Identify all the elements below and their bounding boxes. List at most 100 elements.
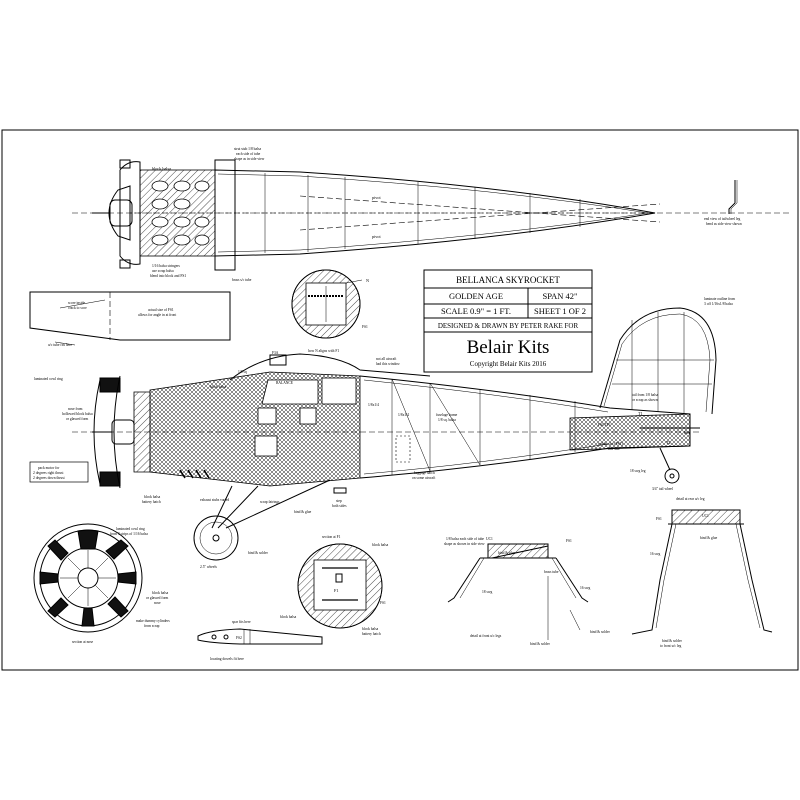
label-swg-18: 18 swg leg [630, 469, 646, 473]
label-block-battery-1: block balsa [144, 495, 161, 499]
label-scrap-fairings: scrap fairings [260, 500, 280, 504]
label-bind-solder-3: bind & solder [590, 630, 611, 634]
label-stringers-3: blend into block and FS1 [150, 274, 186, 278]
label-dummy-2: from scrap [144, 624, 160, 628]
label-eighth-sq: 1/8 sq [238, 370, 247, 374]
label-bind-solder-4: bind & solder [662, 639, 683, 643]
label-spar-fits: spar fits here [232, 620, 251, 624]
label-fs1-size-1: actual size of FS1 [148, 308, 174, 312]
label-dowels: locating dowels fit here [210, 657, 244, 661]
side-view [72, 307, 717, 561]
label-fs-tf: FS1/TF1 [598, 423, 611, 427]
label-rear-detail: detail at rear u/c leg [676, 497, 705, 501]
title-block-brand: Belair Kits [467, 337, 550, 358]
label-bind-glue: bind & glue [294, 510, 312, 514]
label-score-2: crack to scoe [68, 306, 87, 310]
label-laminated-cowl-2: from 3 strips of 1/16 balsa [110, 532, 148, 536]
label-block-balsa-top: block balsa [152, 166, 171, 171]
label-f3a: F3A [272, 351, 279, 355]
title-block-span: SPAN 42" [542, 291, 577, 301]
label-tail-from-1: tail from 1/8 balsa [632, 393, 659, 397]
label-bind-glue-2: bind & glue [498, 551, 516, 555]
label-uc-tube: u/c tube fits here [48, 343, 72, 347]
label-uc1-b: UC1 [702, 514, 709, 518]
label-f1: F1 [334, 588, 338, 593]
label-wheels: 2.5" wheels [200, 565, 217, 569]
label-dummy-1: make dummy cylinders [136, 619, 170, 623]
label-laminated-cowl-1: laminated cowl ring [116, 527, 145, 531]
label-bind-solder-1: bind & solder [248, 551, 269, 555]
label-exhaust: exhaust stubs varied [200, 498, 229, 502]
label-fuselage-frame-1: fuselage frame [436, 413, 458, 417]
label-n-aligns: how N aligns with F1 [308, 349, 339, 353]
front-uc-detail [447, 543, 589, 640]
label-strut-stub-2: each side of tube [236, 152, 261, 156]
label-t1: T1 [638, 411, 643, 416]
label-strut-stub-3: shape as in side view [234, 157, 265, 161]
side-uc-legs [211, 479, 331, 529]
label-swg-16-b: 16 swg [650, 552, 660, 556]
sheet-border [1, 129, 799, 671]
label-swg-16-a: 16 swg [580, 586, 590, 590]
label-fs1-size-2: allows for angle in at front [138, 313, 176, 317]
label-nose-3: or glassed form [66, 417, 89, 421]
fs1-template [29, 291, 231, 346]
side-wheel [193, 515, 239, 561]
label-rudder-2: this side [608, 447, 620, 451]
title-block-title: BELLANCA SKYROCKET [456, 275, 560, 285]
label-nose-1: nose from [68, 407, 83, 411]
label-end-view-1: end view of tailwheel leg [704, 217, 741, 221]
label-tail-wheel: 3/4" tail wheel [652, 487, 673, 491]
label-block-balsa-side: block balsa [210, 385, 227, 389]
label-block-glassed-2: or glassed form [146, 596, 169, 600]
top-view [72, 159, 790, 271]
title-block-sheet: SHEET 1 OF 2 [534, 306, 586, 316]
label-laminate-outline-2: 3 off 1/16x1/8 balsa [704, 302, 733, 306]
label-laminate-outline-1: laminate outline from [704, 297, 735, 301]
label-baggage-2: on some aircraft [412, 476, 435, 480]
label-stringers-1: 1/16 balsa stringers [152, 264, 181, 268]
rear-uc-detail [631, 509, 773, 635]
label-section-f1: section at F1 [322, 535, 341, 539]
section-at-nose [33, 523, 143, 633]
title-block-designer: DESIGNED & DRAWN BY PETER RAKE FOR [438, 322, 579, 330]
label-block-glassed-1: block balsa [152, 591, 169, 595]
label-not-all-1: not all aircraft [376, 357, 396, 361]
label-nose-2: hollowed block balsa [62, 412, 93, 416]
title-block-scale: SCALE 0.9" = 1 FT. [441, 306, 511, 316]
label-fs1-b: FS1 [656, 517, 662, 521]
label-score-1: score inside [68, 301, 85, 305]
label-balsa-each-2: shape as shown in side view [444, 542, 485, 546]
label-t2: T2 [666, 440, 671, 445]
label-bind-glue-3: bind & glue [700, 536, 718, 540]
label-stringers-2: use scrap balsa [152, 269, 174, 273]
label-fs1-a: FS1 [566, 539, 572, 543]
label-bind-solder-5: to front u/c leg [660, 644, 681, 648]
label-n: N [366, 278, 369, 283]
label-step-1: step [336, 499, 342, 503]
label-pack-motor-1: pack motor for [38, 466, 60, 470]
label-cowl-ring-1: laminated cowl ring [34, 377, 63, 381]
label-section-nose: section at nose [72, 640, 94, 644]
label-uc1-a: UC1 [486, 537, 493, 541]
label-block-balsa-f1: block balsa [372, 543, 389, 547]
label-horn: horn [684, 431, 691, 435]
label-swg-18-b: 18 swg [482, 590, 492, 594]
label-pivot-2: pivot [372, 234, 381, 239]
label-brass-tube: brass s/c tube [232, 278, 252, 282]
label-step-2: both sides [332, 504, 347, 508]
side-nose-block [133, 391, 151, 473]
label-brass-tube-2: brass tube [544, 570, 559, 574]
label-fs1-c: FS1 [380, 601, 386, 605]
title-block-subtitle: GOLDEN AGE [449, 291, 503, 301]
label-balance: BALANCE [276, 381, 294, 385]
label-pivot-1: pivot [372, 195, 381, 200]
label-block-battery-2: battery hatch [142, 500, 161, 504]
label-end-view-2: bend as side view shown [706, 222, 742, 226]
label-pack-motor-2: 2 degrees right thrust [33, 471, 63, 475]
label-block-glassed-3: nose [154, 601, 161, 605]
label-battery-1: block balsa [362, 627, 379, 631]
label-fs2: FS2 [236, 636, 242, 640]
label-rudder-1: rudder slot (FS1) [598, 442, 623, 446]
